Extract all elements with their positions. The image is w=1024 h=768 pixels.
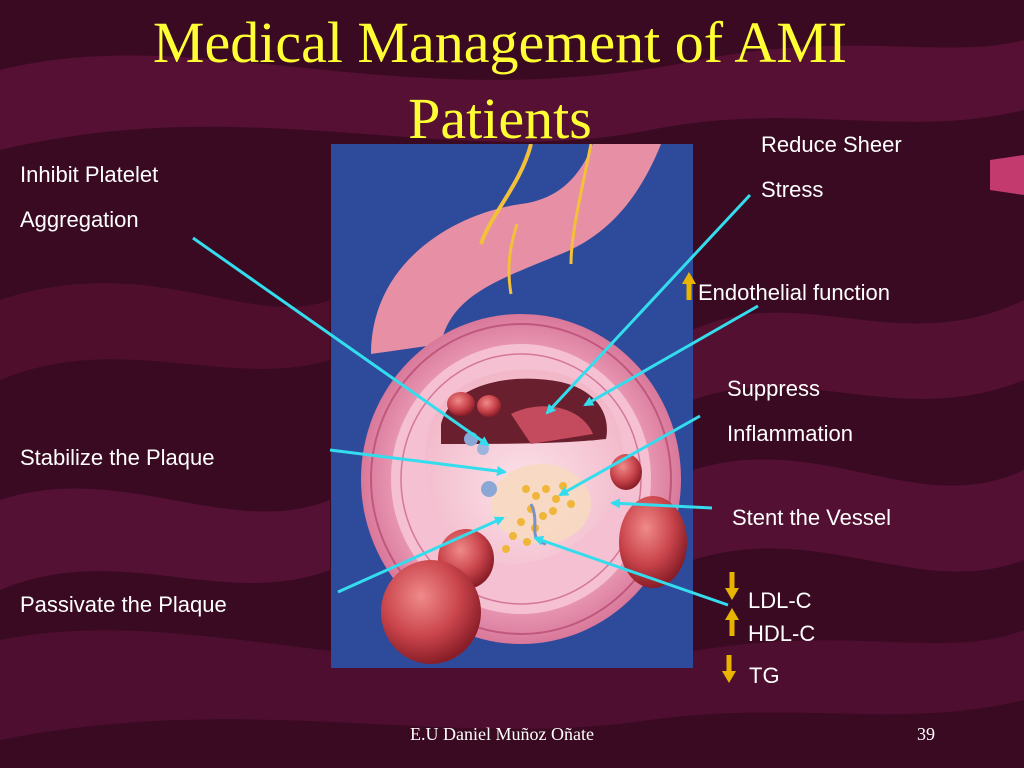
label-aggregation: Aggregation (20, 207, 139, 232)
slide-title-line-2: Patients (408, 86, 592, 151)
label-stress: Stress (761, 177, 824, 202)
label-endothelial-function: Endothelial function (698, 280, 891, 305)
label-reduce-sheer: Reduce Sheer (761, 132, 902, 157)
label-tg: TG (749, 663, 780, 688)
label-passivate-plaque: Passivate the Plaque (20, 592, 227, 617)
label-inhibit-platelet: Inhibit Platelet (20, 162, 159, 187)
label-inflammation: Inflammation (727, 421, 853, 446)
label-suppress: Suppress (727, 376, 820, 401)
slide-title-line-1: Medical Management of AMI (152, 10, 848, 75)
artery-cross-section-illustration (331, 144, 693, 668)
label-ldl-c: LDL-C (748, 588, 812, 613)
label-stabilize-plaque: Stabilize the Plaque (20, 445, 215, 470)
label-hdl-c: HDL-C (748, 621, 816, 646)
page-number: 39 (917, 724, 935, 744)
footer-author: E.U Daniel Muñoz Oñate (410, 724, 594, 744)
label-stent-vessel: Stent the Vessel (732, 505, 891, 530)
